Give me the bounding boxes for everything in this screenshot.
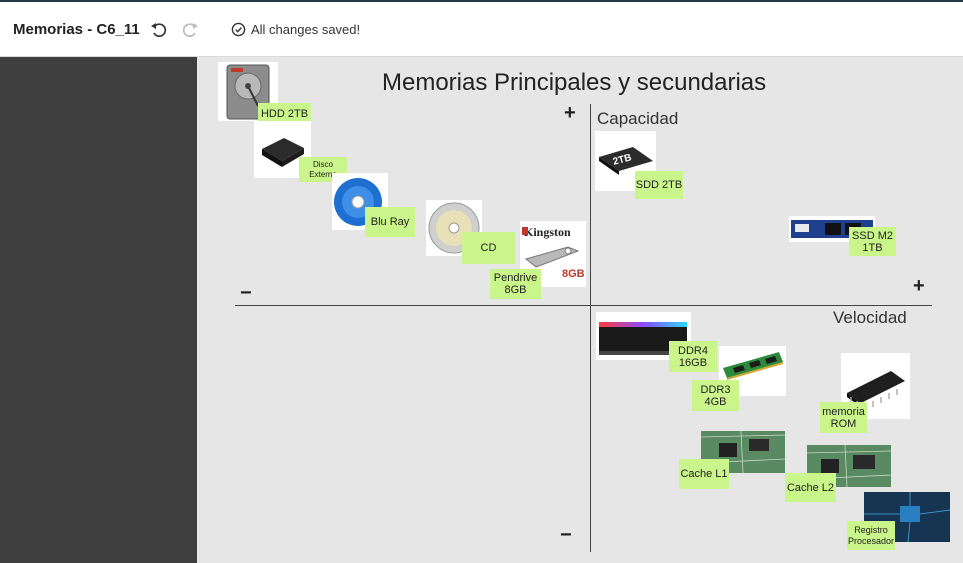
note-pendrive[interactable]: Pendrive 8GB	[490, 269, 541, 299]
note-pendrive-line1: Pendrive	[493, 272, 538, 284]
note-ssd-m2-line1: SSD M2	[852, 229, 893, 242]
external-disk-image[interactable]	[254, 121, 311, 178]
note-cache-l2[interactable]: Cache L2	[785, 473, 836, 502]
kingston-logo: Kingston	[524, 225, 571, 239]
save-status: All changes saved!	[231, 22, 360, 37]
note-hdd-text: HDD 2TB	[260, 108, 309, 120]
note-processor-register-line2: Procesador	[847, 535, 895, 546]
undo-icon[interactable]	[149, 20, 169, 40]
y-axis-label[interactable]: Capacidad	[597, 109, 679, 128]
note-rom[interactable]: memoria ROM	[820, 402, 867, 433]
note-pendrive-line2: 8GB	[504, 284, 527, 296]
note-cache-l1[interactable]: Cache L1	[679, 459, 729, 489]
note-ddr4[interactable]: DDR4 16GB	[669, 341, 717, 372]
note-ssd[interactable]: SDD 2TB	[635, 171, 683, 199]
whiteboard-canvas[interactable]: Memorias Principales y secundarias Capac…	[197, 57, 963, 563]
note-external-disk-line2: Externo	[309, 169, 337, 179]
left-sidebar	[0, 57, 197, 563]
x-axis-label[interactable]: Velocidad	[833, 308, 907, 327]
horizontal-axis	[235, 305, 932, 306]
note-processor-register-line1: Registro	[854, 524, 888, 535]
note-ddr3-line2: 4GB	[704, 395, 727, 408]
app-header: Memorias - C6_11 All changes saved!	[0, 2, 963, 57]
ddr4-image[interactable]	[596, 312, 691, 360]
check-circle-icon	[231, 22, 246, 37]
save-status-text: All changes saved!	[251, 22, 361, 37]
note-bluray-text: Blu Ray	[370, 216, 410, 228]
ssd-capacity-label: 2TB	[612, 152, 633, 168]
note-cd[interactable]: CD	[462, 232, 515, 264]
note-ddr3-line1: DDR3	[700, 383, 731, 396]
note-cd-text: CD	[480, 242, 497, 254]
top-border	[0, 0, 963, 2]
note-cache-l2-text: Cache L2	[786, 481, 835, 494]
y-minus-sign[interactable]: −	[560, 524, 572, 546]
note-ssd-m2[interactable]: SSD M2 1TB	[849, 227, 896, 256]
note-ssd-text: SDD 2TB	[635, 179, 683, 191]
redo-icon[interactable]	[180, 20, 200, 40]
note-cache-l1-text: Cache L1	[680, 468, 728, 480]
note-ddr3[interactable]: DDR3 4GB	[692, 380, 739, 411]
note-bluray[interactable]: Blu Ray	[365, 207, 415, 237]
note-ddr4-line2: 16GB	[678, 356, 708, 369]
pendrive-capacity-label: 8GB	[562, 268, 585, 280]
note-ddr4-line1: DDR4	[678, 344, 708, 357]
note-rom-line1: memoria	[822, 405, 865, 418]
cache-l2-image[interactable]	[807, 445, 891, 487]
note-external-disk-line1: Disco	[312, 159, 333, 169]
ddr3-image[interactable]	[719, 346, 786, 396]
x-minus-sign[interactable]: −	[240, 282, 252, 304]
note-hdd[interactable]: HDD 2TB	[258, 103, 311, 125]
document-title[interactable]: Memorias - C6_11	[13, 21, 140, 38]
kingston-logo-mark	[522, 227, 528, 235]
board-title[interactable]: Memorias Principales y secundarias	[382, 69, 767, 96]
y-plus-sign[interactable]: +	[564, 102, 576, 124]
x-plus-sign[interactable]: +	[913, 275, 925, 297]
vertical-axis	[590, 104, 591, 552]
note-rom-line2: ROM	[830, 417, 857, 430]
note-ssd-m2-line2: 1TB	[862, 241, 883, 254]
note-processor-register[interactable]: Registro Procesador	[847, 521, 895, 550]
